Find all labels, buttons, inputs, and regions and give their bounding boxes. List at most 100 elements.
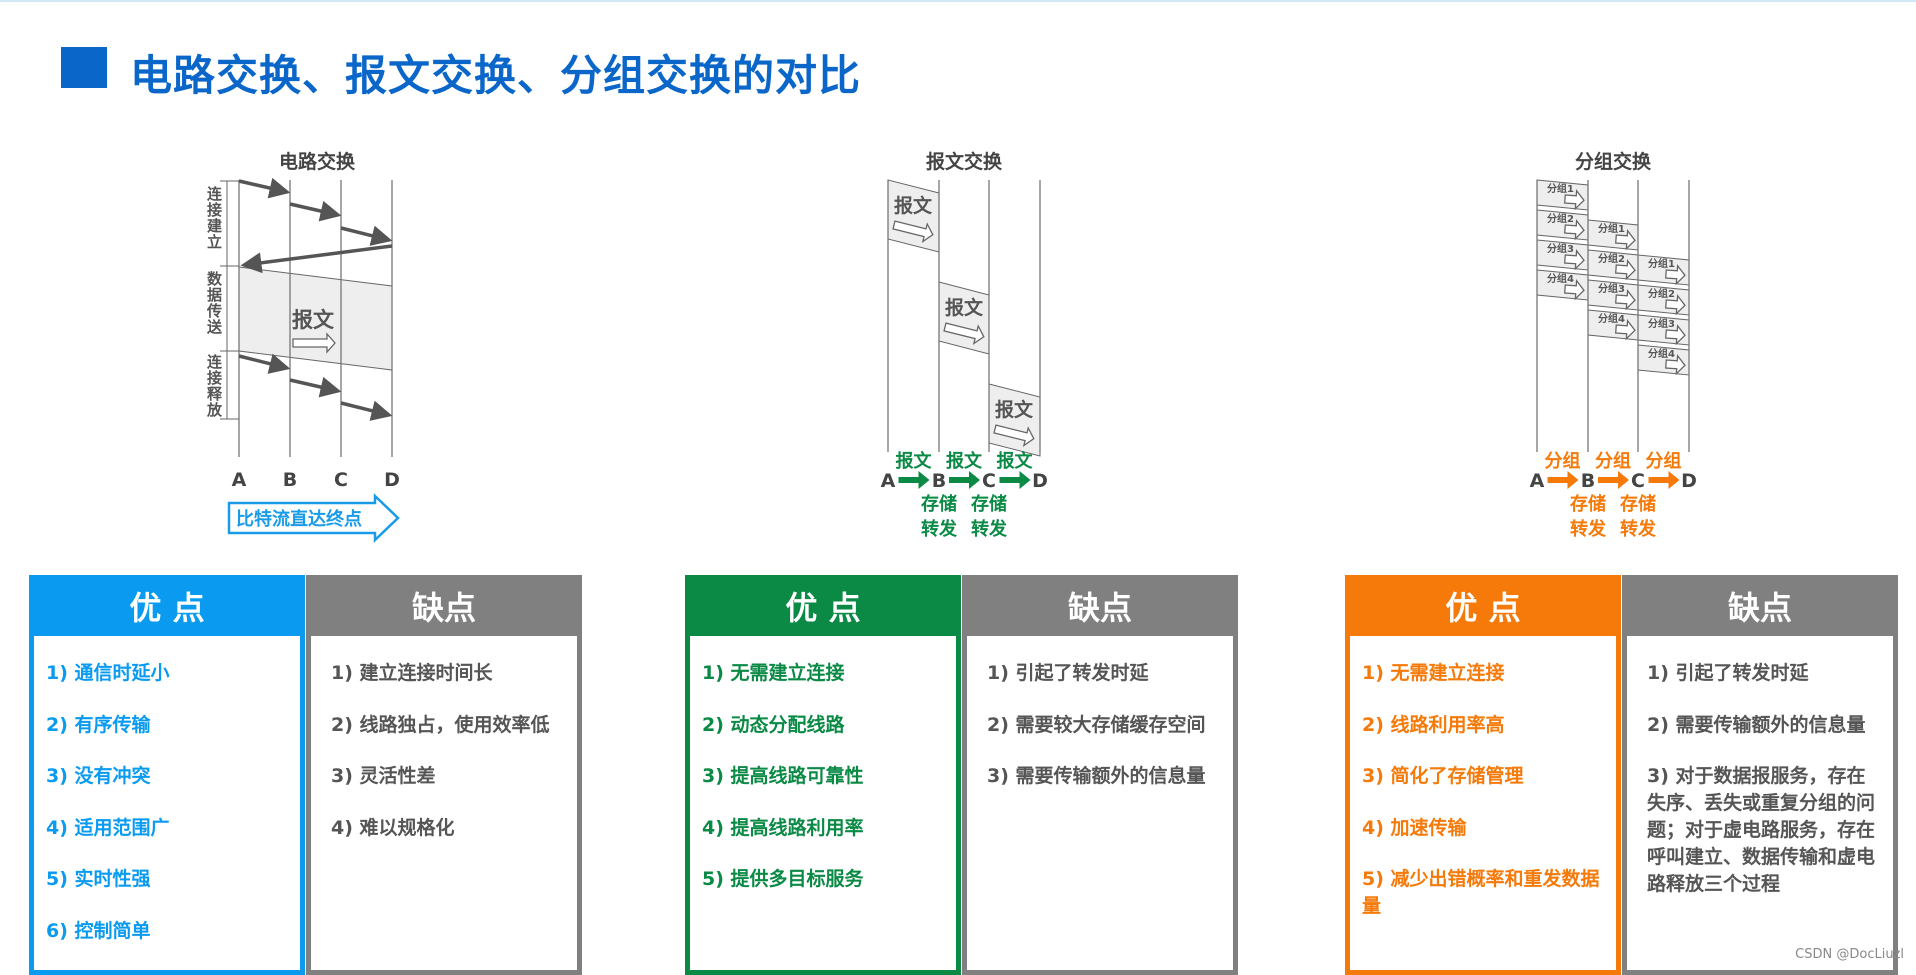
direction-arrow-icon	[1665, 264, 1686, 286]
pros-item: 1) 无需建立连接	[702, 662, 845, 684]
hop-label: 报文	[997, 450, 1034, 472]
hop-label: 分组	[1545, 450, 1581, 472]
phase-label-data-transfer: 数据传送	[205, 271, 223, 335]
forward-label: 转发	[921, 518, 958, 540]
packet-label: 分组4	[1648, 347, 1675, 360]
pros-item: 4) 适用范围广	[46, 816, 170, 839]
forward-label: 转发	[971, 518, 1008, 540]
cons-item: 1) 引起了转发时延	[987, 662, 1149, 684]
message-label: 报文	[945, 296, 984, 319]
direction-arrow-icon	[943, 322, 985, 345]
direction-arrow-icon	[892, 220, 934, 243]
cons-item: 3) 灵活性差	[331, 765, 436, 787]
node-label: C	[334, 469, 348, 491]
signal-arrow	[238, 353, 291, 374]
title-square-icon	[61, 47, 107, 88]
pros-item: 1) 无需建立连接	[1362, 662, 1505, 684]
signal-arrow	[238, 177, 291, 199]
store-label: 存储	[1570, 493, 1606, 515]
direction-arrow-icon	[993, 424, 1035, 447]
message-label: 报文	[995, 398, 1034, 421]
packet-label: 分组2	[1547, 212, 1574, 225]
node-label: A	[1530, 470, 1545, 492]
hop-arrow-icon	[1648, 471, 1680, 489]
direction-arrow-icon	[1665, 324, 1686, 346]
cons-header: 缺点	[1627, 580, 1893, 636]
circuit-diagram-title: 电路交换	[279, 150, 356, 173]
direction-arrow-icon	[292, 332, 336, 354]
cons-item: 2) 线路独占，使用效率低	[331, 713, 550, 736]
node-label: B	[932, 470, 946, 492]
packet-label: 分组1	[1598, 222, 1625, 235]
pros-item: 2) 动态分配线路	[702, 713, 845, 736]
hop-arrow-icon	[1598, 471, 1629, 489]
packet-label: 分组2	[1598, 252, 1625, 265]
hop-label: 分组	[1646, 450, 1682, 472]
bitstream-arrow-icon	[227, 493, 400, 543]
cons-item: 2) 需要传输额外的信息量	[1647, 713, 1866, 736]
packet-diagram-title: 分组交换	[1575, 150, 1652, 173]
packet-label: 分组4	[1547, 272, 1574, 285]
node-label: B	[283, 469, 297, 491]
direction-arrow-icon	[1615, 259, 1636, 281]
store-label: 存储	[971, 493, 1007, 515]
node-label: D	[1681, 470, 1697, 492]
pros-header: 优 点	[34, 580, 300, 636]
pros-header: 优 点	[1350, 580, 1616, 636]
pros-header: 优 点	[690, 580, 956, 636]
hop-arrow-icon	[949, 471, 980, 489]
message-label: 报文	[292, 308, 335, 332]
phase-label-connection-setup: 连接建立	[205, 186, 223, 250]
node-label: A	[232, 469, 247, 491]
pros-item: 2) 有序传输	[46, 713, 151, 736]
node-label: D	[1032, 470, 1048, 492]
pros-item: 4) 加速传输	[1362, 816, 1467, 839]
hop-label: 报文	[946, 450, 983, 472]
hop-arrow-icon	[898, 471, 930, 489]
packet-label: 分组3	[1648, 317, 1675, 330]
forward-label: 转发	[1570, 518, 1607, 540]
direction-arrow-icon	[1615, 229, 1636, 251]
cons-item: 1) 建立连接时间长	[331, 662, 493, 684]
page-title: 电路交换、报文交换、分组交换的对比	[130, 51, 862, 100]
pros-item: 1) 通信时延小	[46, 662, 170, 684]
node-label: B	[1581, 470, 1595, 492]
direction-arrow-icon	[1615, 319, 1636, 341]
signal-arrow	[340, 400, 393, 421]
node-label: C	[1631, 470, 1645, 492]
watermark: CSDN @DocLiuzl	[1795, 947, 1904, 962]
hop-label: 分组	[1595, 450, 1631, 472]
message-diagram-title: 报文交换	[926, 150, 1003, 173]
pros-item: 2) 线路利用率高	[1362, 713, 1505, 736]
message-label: 报文	[894, 194, 933, 217]
store-label: 存储	[921, 493, 957, 515]
pros-item: 3) 简化了存储管理	[1362, 765, 1524, 787]
bitstream-banner: 比特流直达终点	[236, 508, 362, 530]
node-label: A	[881, 470, 896, 492]
signal-arrow	[340, 225, 393, 246]
pros-item: 6) 控制简单	[46, 919, 151, 942]
direction-arrow-icon	[1564, 219, 1585, 241]
cons-item: 3) 需要传输额外的信息量	[987, 765, 1206, 787]
pros-item: 3) 提高线路可靠性	[702, 765, 864, 787]
direction-arrow-icon	[1665, 354, 1686, 376]
node-label: D	[384, 469, 400, 491]
packet-label: 分组1	[1648, 257, 1675, 270]
packet-label: 分组3	[1598, 282, 1625, 295]
